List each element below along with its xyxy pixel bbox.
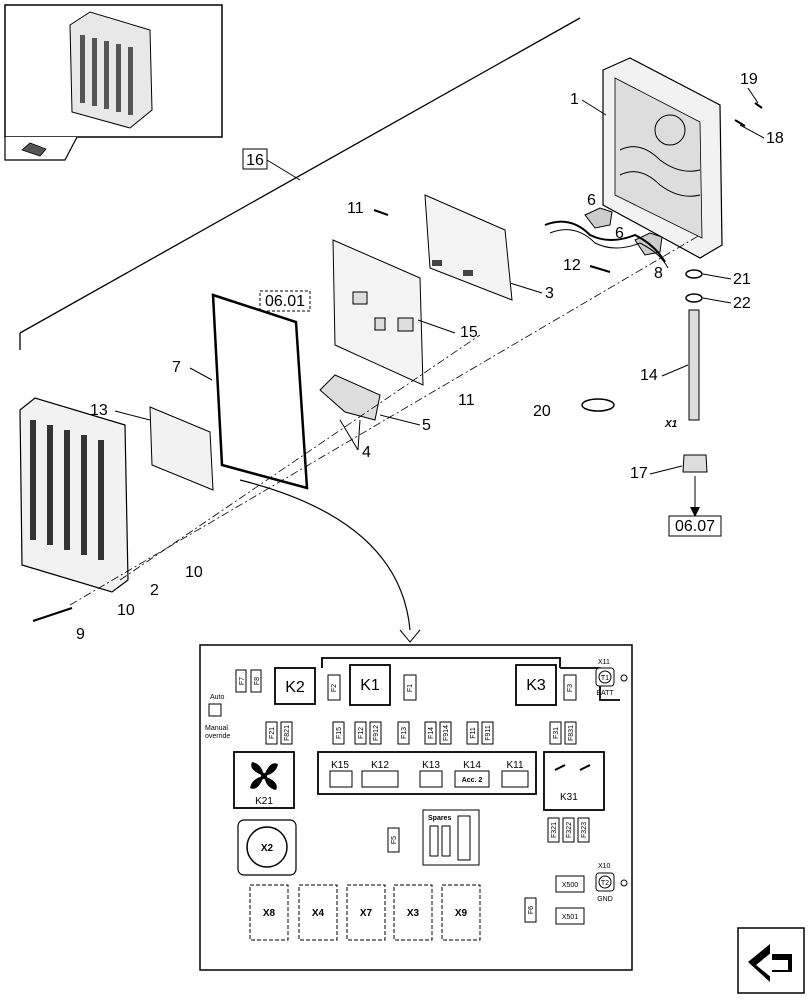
svg-text:F831: F831	[568, 725, 575, 741]
svg-text:20: 20	[533, 403, 551, 420]
svg-text:F1: F1	[407, 684, 414, 692]
svg-text:F13: F13	[401, 727, 408, 739]
svg-text:Acc. 2: Acc. 2	[462, 777, 483, 784]
svg-text:Auto: Auto	[210, 694, 225, 701]
svg-text:F323: F323	[581, 822, 588, 838]
svg-text:1: 1	[570, 91, 579, 108]
svg-text:K1: K1	[360, 677, 380, 694]
svg-text:F321: F321	[551, 822, 558, 838]
ref-06-07[interactable]: 06.07	[668, 515, 722, 537]
svg-text:15: 15	[460, 324, 478, 341]
svg-text:9: 9	[76, 626, 85, 643]
svg-text:X11: X11	[598, 659, 610, 666]
ref-06-01[interactable]: 06.01	[259, 290, 311, 312]
svg-text:F12: F12	[358, 727, 365, 739]
connector-x3: X3	[393, 884, 433, 941]
svg-text:06.07: 06.07	[675, 518, 715, 535]
svg-text:K12: K12	[371, 760, 389, 771]
fuse-panel: Auto Manual override F7 F8 K2 F2 K1 F1 K…	[199, 644, 633, 971]
svg-text:06.01: 06.01	[265, 293, 305, 310]
svg-text:K15: K15	[331, 760, 349, 771]
svg-text:11: 11	[347, 200, 364, 217]
svg-text:X9: X9	[455, 908, 468, 919]
svg-text:F3: F3	[567, 684, 574, 692]
assembly-frame-lines	[19, 17, 581, 350]
svg-text:16: 16	[246, 152, 264, 169]
svg-text:X2: X2	[261, 843, 274, 854]
svg-text:GND: GND	[597, 896, 613, 903]
svg-text:F14: F14	[428, 727, 435, 739]
svg-text:F2: F2	[331, 684, 338, 692]
thumbnail-module	[69, 11, 153, 129]
svg-text:6: 6	[615, 225, 624, 242]
housing-part-1	[602, 57, 723, 259]
svg-text:K11: K11	[506, 760, 523, 771]
svg-text:F7: F7	[239, 677, 246, 685]
svg-text:Spares: Spares	[428, 815, 451, 822]
svg-text:2: 2	[150, 582, 159, 599]
svg-text:X500: X500	[562, 882, 578, 889]
svg-text:10: 10	[117, 602, 135, 619]
svg-text:X8: X8	[263, 908, 276, 919]
svg-text:override: override	[205, 733, 230, 740]
svg-text:F322: F322	[566, 822, 573, 838]
svg-text:F5: F5	[391, 836, 398, 844]
svg-text:Manual: Manual	[205, 725, 228, 732]
svg-text:X3: X3	[407, 908, 420, 919]
svg-text:X10: X10	[598, 863, 611, 870]
svg-text:T2: T2	[601, 880, 609, 887]
svg-text:K2: K2	[285, 679, 305, 696]
svg-text:21: 21	[733, 271, 751, 288]
svg-text:X7: X7	[360, 908, 373, 919]
svg-text:F912: F912	[373, 725, 380, 741]
svg-text:K3: K3	[526, 677, 546, 694]
connector-x4: X4	[298, 884, 338, 941]
svg-text:12: 12	[563, 257, 581, 274]
svg-text:F8: F8	[254, 677, 261, 685]
connector-x8: X8	[249, 884, 289, 941]
cover-part-2	[19, 397, 129, 593]
thumbnail-nav-icon[interactable]	[21, 142, 47, 157]
svg-text:K21: K21	[255, 796, 273, 807]
svg-text:F15: F15	[336, 727, 343, 739]
svg-text:7: 7	[172, 359, 181, 376]
svg-text:10: 10	[185, 564, 203, 581]
thumbnail-box	[4, 4, 223, 161]
svg-text:11: 11	[458, 392, 475, 409]
svg-text:8: 8	[654, 265, 663, 282]
connector-x9: X9	[441, 884, 481, 941]
svg-text:F6: F6	[528, 906, 535, 914]
svg-text:19: 19	[740, 71, 758, 88]
svg-text:X1: X1	[664, 419, 678, 430]
svg-text:X501: X501	[562, 914, 578, 921]
svg-text:13: 13	[90, 402, 108, 419]
svg-text:X4: X4	[312, 908, 325, 919]
svg-text:3: 3	[545, 285, 554, 302]
svg-text:F821: F821	[284, 725, 291, 741]
svg-text:BATT: BATT	[596, 690, 614, 697]
svg-text:F21: F21	[269, 727, 276, 739]
svg-text:K13: K13	[422, 760, 440, 771]
svg-text:F31: F31	[553, 727, 560, 739]
svg-text:K14: K14	[463, 760, 481, 771]
next-page-arrow-icon[interactable]	[737, 927, 805, 994]
callout-16: 16	[242, 148, 301, 181]
centerlines	[69, 234, 701, 606]
svg-text:17: 17	[630, 465, 648, 482]
svg-text:4: 4	[362, 444, 371, 461]
svg-text:5: 5	[422, 417, 431, 434]
svg-text:F11: F11	[470, 727, 477, 739]
connector-x7: X7	[346, 884, 386, 941]
svg-text:F911: F911	[485, 725, 492, 741]
svg-text:T1: T1	[601, 675, 609, 682]
svg-text:14: 14	[640, 367, 658, 384]
svg-text:F914: F914	[443, 725, 450, 741]
svg-text:18: 18	[766, 130, 784, 147]
svg-text:6: 6	[587, 192, 596, 209]
svg-text:K31: K31	[560, 792, 578, 803]
svg-text:22: 22	[733, 295, 751, 312]
